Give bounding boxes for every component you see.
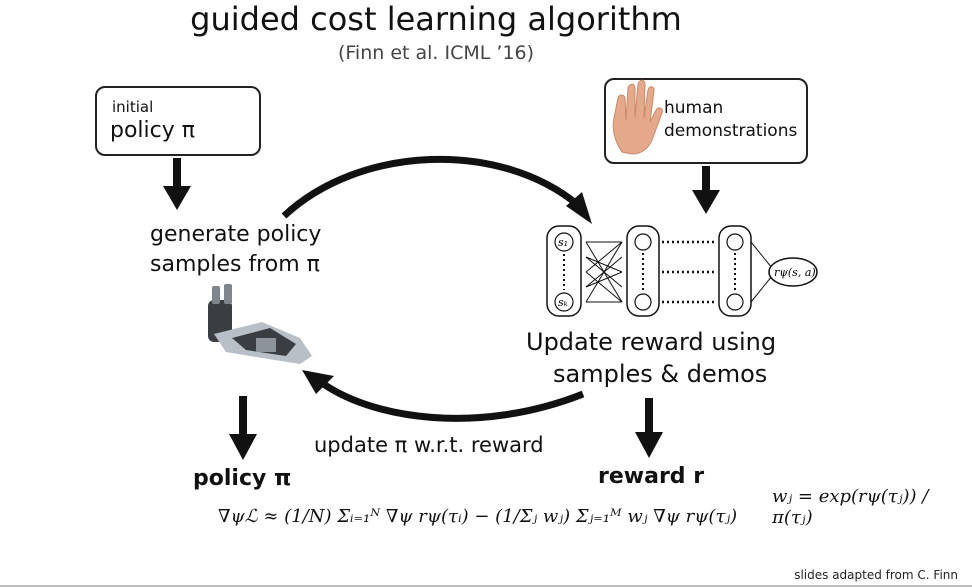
importance-weight-equation: wⱼ = exp(rψ(τⱼ)) / π(τⱼ) <box>772 486 929 528</box>
arrow-head-samples <box>566 192 592 224</box>
initial-policy-label: policy π <box>110 118 196 143</box>
arrow-demos-to-network <box>692 166 720 214</box>
gradient-equation: ∇ψℒ ≈ (1/N) Σᵢ₌₁ᴺ ∇ψ rψ(τᵢ) − (1/Σⱼ wⱼ) … <box>218 506 738 527</box>
initial-label: initial <box>112 98 154 116</box>
policy-output-label: policy π <box>193 466 292 491</box>
input-node-top-label: s₁ <box>558 236 568 249</box>
reward-output-node-label: rψ(s, a) <box>774 266 816 279</box>
bottom-divider <box>0 585 972 587</box>
arrow-samples-to-reward-update <box>281 155 581 219</box>
initial-policy-box <box>95 86 261 156</box>
arrow-head-policy <box>302 370 334 394</box>
slide-title: guided cost learning algorithm <box>190 0 682 38</box>
arrow-to-reward-output <box>635 398 663 458</box>
reward-network-diagram: s₁ sₖ rψ(s, a) <box>546 225 818 317</box>
reward-output-label: reward r <box>598 464 705 489</box>
update-reward-label-line1: Update reward using <box>526 328 777 356</box>
robot-arm-image <box>208 284 312 364</box>
arrow-reward-to-policy-update <box>315 377 585 422</box>
update-policy-label: update π w.r.t. reward <box>314 433 544 457</box>
human-label: human <box>664 98 724 118</box>
slide-credit: slides adapted from C. Finn <box>794 568 958 582</box>
demonstrations-label: demonstrations <box>664 121 798 141</box>
generate-samples-label-line2: samples from π <box>150 252 320 277</box>
arrow-to-policy-output <box>229 396 257 460</box>
citation-subtitle: (Finn et al. ICML ’16) <box>337 42 535 64</box>
input-node-bottom-label: sₖ <box>558 296 568 309</box>
update-reward-label-line2: samples & demos <box>553 360 768 388</box>
human-hand-icon <box>612 79 663 155</box>
generate-samples-label-line1: generate policy <box>150 222 322 247</box>
arrow-initial-to-generate <box>163 158 191 210</box>
